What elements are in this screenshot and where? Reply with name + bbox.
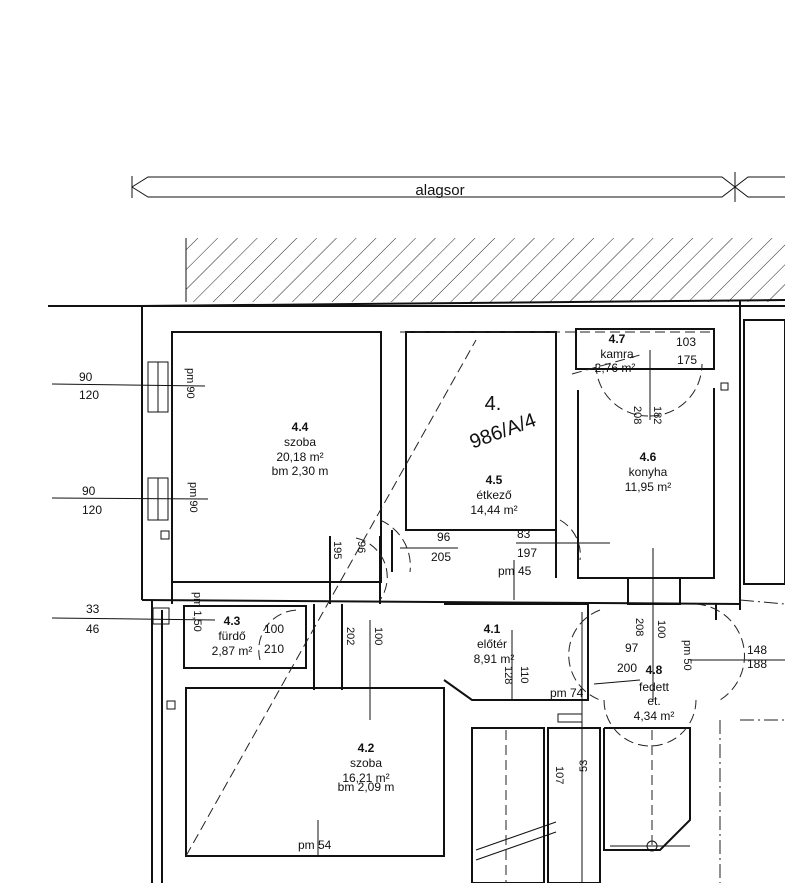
sill-height: pm 74 [550, 686, 584, 700]
window-width: 90 [82, 484, 96, 498]
dimension-value: 128 [502, 666, 514, 684]
sill-height: pm 45 [498, 564, 532, 578]
window-dimensions: 90 120 90 120 33 46 148 188 [79, 370, 767, 671]
room-id: 4.5 [486, 473, 503, 487]
parcel-line-1: 4. [485, 393, 502, 415]
room-area: 2,87 m² [212, 644, 253, 658]
room-name: fedett [639, 680, 670, 694]
door-width: 103 [676, 335, 696, 349]
dimension-value: 53 [578, 760, 590, 772]
dimension-value: 208 [633, 618, 645, 636]
door-height: 210 [264, 642, 284, 656]
room-id: 4.7 [609, 332, 626, 346]
door-height: 205 [431, 550, 451, 564]
dimension-value: 100 [655, 620, 667, 638]
window-height: 188 [747, 657, 767, 671]
room-name: fürdő [218, 629, 246, 643]
stair-marks [475, 821, 690, 861]
sill-height: pm 50 [681, 640, 693, 671]
vertical-dimensions: 195 96 202 100 110 128 208 100 107 53 [331, 541, 667, 784]
room-area: 20,18 m² [276, 450, 323, 464]
room-area: 11,95 m² [625, 480, 671, 494]
sill-height: pm 90 [187, 482, 199, 513]
room-name-2: et. [647, 694, 660, 708]
room-4-5: 4.5 étkező 14,44 m² [470, 473, 517, 517]
room-id: 4.4 [292, 420, 309, 434]
room-name: konyha [629, 465, 668, 479]
room-id: 4.2 [358, 741, 375, 755]
room-area: 2,76 m² [595, 361, 636, 375]
door-width: 97 [625, 641, 639, 655]
door-width: 208 [631, 406, 643, 424]
room-id: 4.6 [640, 450, 657, 464]
level-band: alagsor [131, 172, 785, 202]
room-4-6: 4.6 konyha 11,95 m² [625, 450, 671, 494]
room-name: kamra [600, 347, 634, 361]
door-height: 200 [617, 661, 637, 675]
dimension-value: 195 [331, 541, 343, 559]
room-area: 14,44 m² [470, 503, 517, 517]
room-walls [141, 319, 785, 883]
sill-heights: pm 90 pm 90 pm 1,50 pm 45 pm 74 pm 54 pm… [184, 368, 693, 852]
room-4-8: 4.8 fedett et. 4,34 m² [634, 663, 675, 723]
dimension-value: 107 [553, 766, 565, 784]
door-width: 96 [437, 530, 451, 544]
outer-walls [48, 299, 785, 883]
room-4-3: 4.3 fürdő 2,87 m² [212, 614, 253, 658]
room-area: 16,21 m² [342, 771, 389, 785]
door-swings [185, 331, 785, 883]
room-id: 4.8 [646, 663, 663, 677]
parcel-line-2: 986/A/4 [467, 409, 539, 453]
room-id: 4.3 [224, 614, 241, 628]
room-name: előtér [477, 637, 507, 651]
room-name: szoba [350, 756, 382, 770]
room-id: 4.1 [484, 622, 501, 636]
window-width: 148 [747, 643, 767, 657]
room-area: 4,34 m² [634, 709, 675, 723]
room-name: étkező [476, 488, 512, 502]
room-height: bm 2,30 m [272, 464, 329, 478]
dimension-value: 202 [344, 627, 356, 645]
room-4-4: 4.4 szoba 20,18 m² bm 2,30 m [272, 420, 329, 478]
parcel-number: 4. 986/A/4 [467, 393, 539, 453]
door-width: 100 [264, 622, 284, 636]
room-height: bm 2,09 m [338, 780, 395, 794]
door-height: 182 [651, 406, 663, 424]
room-area: 8,91 m² [474, 652, 515, 666]
window-height: 46 [86, 622, 100, 636]
door-height: 175 [677, 353, 697, 367]
window-width: 90 [79, 370, 93, 384]
window-height: 120 [79, 388, 99, 402]
sill-height: pm 54 [298, 838, 332, 852]
level-label: alagsor [415, 182, 464, 199]
window-width: 33 [86, 602, 100, 616]
dimension-value: 96 [355, 541, 367, 553]
dimension-value: 110 [518, 666, 530, 684]
door-dimensions: 96 205 83 197 103 175 208 182 100 210 97… [264, 335, 697, 675]
window-height: 120 [82, 503, 102, 517]
sill-height: pm 1,50 [191, 592, 203, 632]
door-width: 83 [517, 527, 531, 541]
dimension-lines [51, 350, 785, 883]
room-name: szoba [284, 435, 316, 449]
dimension-value: 100 [372, 627, 384, 645]
room-4-1: 4.1 előtér 8,91 m² [474, 622, 515, 666]
door-height: 197 [517, 546, 537, 560]
room-4-2: 4.2 szoba 16,21 m² bm 2,09 m [338, 741, 395, 794]
sill-height: pm 90 [184, 368, 196, 399]
earth-hatch [186, 238, 785, 302]
room-4-7: 4.7 kamra 2,76 m² [595, 332, 636, 375]
